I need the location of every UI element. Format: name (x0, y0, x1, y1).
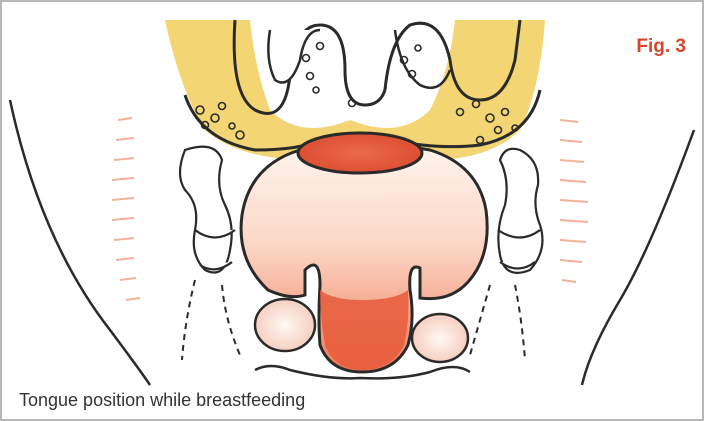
nasal-septum-left (268, 30, 320, 83)
left-tonsil (255, 299, 315, 351)
left-jaw-bones (180, 147, 235, 273)
figure-caption: Tongue position while breastfeeding (19, 390, 305, 411)
right-mandible-dashed-2 (515, 285, 525, 360)
right-jaw-bones (498, 149, 542, 273)
figure-number-label: Fig. 3 (636, 36, 686, 58)
left-mandible-dashed (182, 280, 195, 360)
right-muscle-hatch (560, 120, 588, 282)
left-cheek-outline (10, 100, 150, 385)
tongue-tip (298, 133, 422, 173)
right-cheek-outline (582, 130, 694, 385)
left-muscle-hatch (112, 118, 140, 300)
right-mandible-dashed (470, 285, 490, 355)
left-mandible-dashed-2 (222, 285, 240, 355)
right-tonsil (412, 314, 468, 362)
